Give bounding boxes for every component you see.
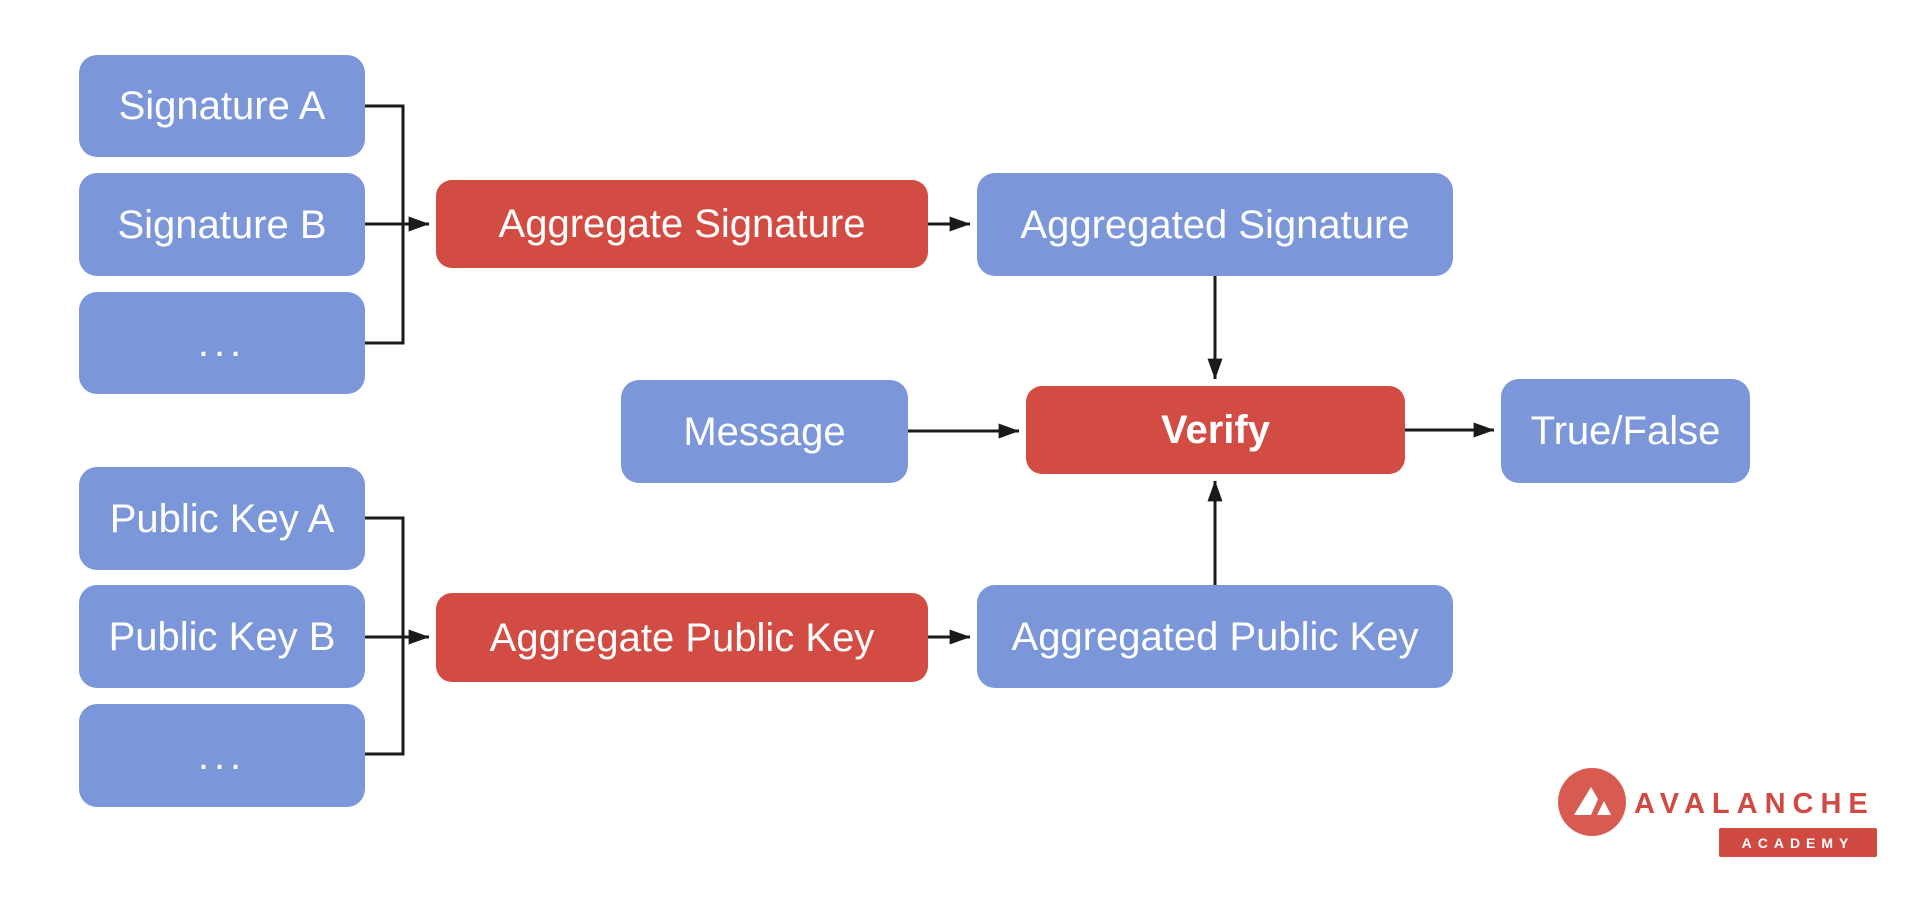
node-aggregate-public-key: Aggregate Public Key [436, 593, 928, 682]
node-aggregated-public-key: Aggregated Public Key [977, 585, 1453, 688]
node-aggregated-signature: Aggregated Signature [977, 173, 1453, 276]
node-public-key-a: Public Key A [79, 467, 365, 570]
node-aggregate-signature: Aggregate Signature [436, 180, 928, 268]
node-verify: Verify [1026, 386, 1405, 474]
node-public-key-ellipsis: ... [79, 704, 365, 807]
node-message: Message [621, 380, 908, 483]
node-signature-a: Signature A [79, 55, 365, 157]
node-signature-b: Signature B [79, 173, 365, 276]
node-public-key-b: Public Key B [79, 585, 365, 688]
node-signature-ellipsis: ... [79, 292, 365, 394]
logo-academy-badge: ACADEMY [1719, 828, 1877, 857]
avalanche-logo-icon [1558, 768, 1626, 836]
logo-brand-text: AVALANCHE [1634, 788, 1875, 820]
node-true-false: True/False [1501, 379, 1750, 483]
avalanche-academy-logo: AVALANCHE ACADEMY [1548, 762, 1888, 866]
